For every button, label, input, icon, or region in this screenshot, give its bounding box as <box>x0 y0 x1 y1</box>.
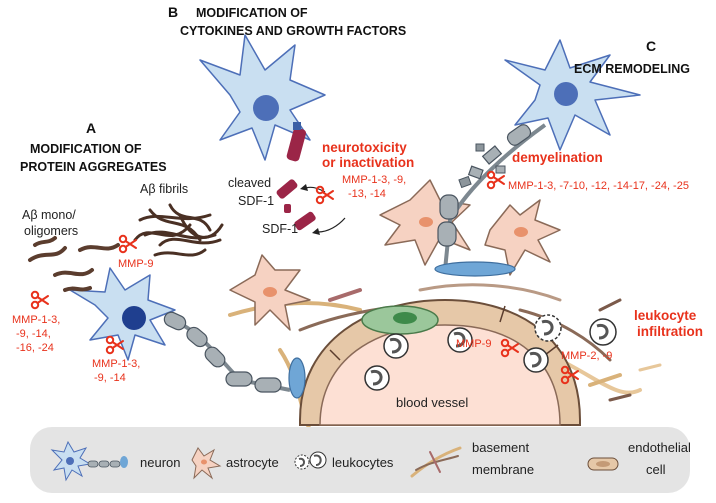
section-b-title-line2: CYTOKINES AND GROWTH FACTORS <box>180 24 407 38</box>
endothelial-cell-icon <box>587 457 619 471</box>
leukocyte <box>523 347 549 373</box>
leukocyte <box>364 365 390 391</box>
label-mmp9-fibrils: MMP-9 <box>118 258 154 270</box>
label-mmp-c: MMP-1-3, -7-10, -12, -14-17, -24, -25 <box>508 180 689 192</box>
legend-neuron: neuron <box>140 455 181 470</box>
label-mmp-mono-3: -16, -24 <box>16 342 54 354</box>
label-mmp-mono-2: -9, -14, <box>16 328 51 340</box>
leukocytes-icon <box>294 451 327 470</box>
scissors-icon <box>30 290 49 310</box>
leukocyte <box>534 314 562 342</box>
legend-astrocyte: astrocyte <box>226 455 279 470</box>
leukocyte <box>447 327 473 353</box>
label-demyelination: demyelination <box>512 150 603 165</box>
section-b-title-line1: MODIFICATION OF <box>196 6 308 20</box>
ab-fibrils <box>133 203 224 257</box>
label-mmp-2-9: MMP-2, -9 <box>561 350 613 362</box>
section-a-letter: A <box>86 120 97 136</box>
astrocyte-right <box>484 199 561 276</box>
label-neurotoxicity-1: neurotoxicity <box>322 140 407 155</box>
label-ab-mono-1: Aβ mono/ <box>22 208 76 222</box>
label-mmp-neuron-1: MMP-1-3, <box>92 358 141 370</box>
neuron-b <box>199 34 326 161</box>
neuron-a <box>69 267 306 399</box>
section-c-letter: C <box>646 38 657 54</box>
label-mmp-b-2: -13, -14 <box>348 188 386 200</box>
label-mmp-mono-1: MMP-1-3, <box>12 314 61 326</box>
leukocyte <box>589 318 617 346</box>
section-a-title-line2: PROTEIN AGGREGATES <box>20 160 167 174</box>
neuron-icon <box>50 440 128 482</box>
legend-basement-1: basement <box>472 440 530 455</box>
label-neurotoxicity-2: or inactivation <box>322 155 415 170</box>
sdf1-molecules <box>276 122 346 235</box>
scissors-icon <box>118 234 137 254</box>
label-sdf1: SDF-1 <box>262 222 299 236</box>
leukocyte <box>383 333 409 359</box>
label-blood-vessel: blood vessel <box>396 395 469 410</box>
astrocyte-icon <box>191 447 222 480</box>
label-leukocyte-infiltration-1: leukocyte <box>634 308 697 323</box>
ab-oligomers <box>28 236 120 292</box>
label-leukocyte-infiltration-2: infiltration <box>637 324 703 339</box>
legend-leukocytes: leukocytes <box>332 455 394 470</box>
label-cleaved: cleaved <box>228 176 272 190</box>
label-sdf1-cleaved: SDF-1 <box>238 194 275 208</box>
legend-panel <box>30 427 690 493</box>
blood-vessel <box>228 283 662 432</box>
label-ab-mono-2: oligomers <box>24 224 79 238</box>
section-a-title-line1: MODIFICATION OF <box>30 142 142 156</box>
astrocyte-left <box>229 254 311 331</box>
basement-membrane-icon <box>410 446 462 478</box>
label-mmp-neuron-2: -9, -14 <box>94 372 126 384</box>
section-c-title: ECM REMODELING <box>574 62 690 76</box>
label-ab-fibrils: Aβ fibrils <box>140 182 189 196</box>
section-b-letter: B <box>168 4 179 20</box>
label-mmp9-vessel: MMP-9 <box>456 338 492 350</box>
astrocyte-top <box>379 179 471 266</box>
legend-basement-2: membrane <box>472 462 535 477</box>
scissors-icon <box>486 170 505 190</box>
legend-endothelial-1: endothelial <box>628 440 691 455</box>
label-mmp-b-1: MMP-1-3, -9, <box>342 174 407 186</box>
legend-endothelial-2: cell <box>646 462 666 477</box>
neuron-c <box>434 39 641 277</box>
